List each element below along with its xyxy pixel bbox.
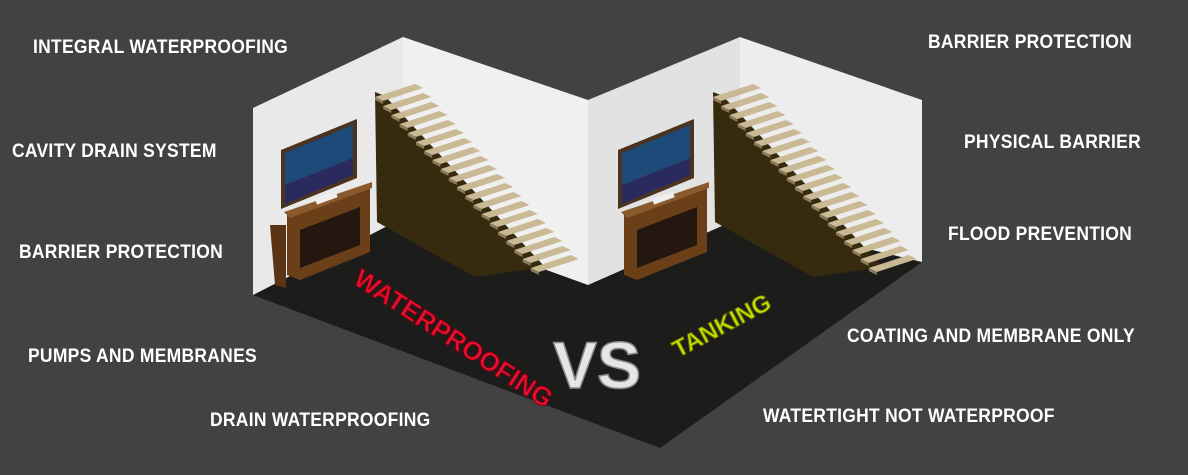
stair-step-edge xyxy=(457,187,465,194)
floor xyxy=(253,218,922,448)
stair-step-edge xyxy=(424,151,433,158)
stair-step xyxy=(440,156,489,173)
stair-step-edge xyxy=(721,106,730,113)
stair-step xyxy=(432,147,481,164)
stair-step-edge xyxy=(860,259,869,266)
stair-step xyxy=(424,138,473,155)
stair-step xyxy=(770,147,819,164)
stair-step xyxy=(852,237,901,254)
left-label-5: DRAIN WATERPROOFING xyxy=(210,410,431,431)
stair-step xyxy=(754,129,802,146)
stair-step-edge xyxy=(416,142,424,149)
stair-step-edge xyxy=(754,142,762,149)
stair-step xyxy=(506,228,555,245)
stair-step-edge xyxy=(448,178,457,185)
stair-step-edge xyxy=(530,268,539,275)
stair-step-edge xyxy=(745,133,754,140)
left-label-3: BARRIER PROTECTION xyxy=(19,242,224,263)
stair-step xyxy=(416,129,464,146)
left-label-4: PUMPS AND MEMBRANES xyxy=(28,346,257,367)
tv-left xyxy=(281,119,357,209)
stair-step-edge xyxy=(770,160,779,167)
stair-step-edge xyxy=(803,196,812,203)
right-label-1: BARRIER PROTECTION xyxy=(928,32,1133,53)
stair-step-edge xyxy=(391,115,400,122)
right-label-2: PHYSICAL BARRIER xyxy=(964,132,1141,153)
stair-step xyxy=(868,255,917,272)
stair-step xyxy=(465,183,514,200)
stair-step-edge xyxy=(383,106,392,113)
stair-step-edge xyxy=(827,223,836,230)
stair-step xyxy=(737,111,786,128)
stair-step xyxy=(399,111,448,128)
stair-step xyxy=(762,138,811,155)
stair-step xyxy=(457,174,505,191)
stair-step xyxy=(407,120,456,137)
stair-step xyxy=(844,228,893,245)
right-label-4: COATING AND MEMBRANE ONLY xyxy=(847,326,1135,347)
stair-step-edge xyxy=(522,259,531,266)
stair-step-edge xyxy=(489,223,498,230)
stair-step-edge xyxy=(844,241,853,248)
stair-step-edge xyxy=(440,169,449,176)
stair-step-edge xyxy=(762,151,771,158)
stair-step-edge xyxy=(407,133,416,140)
stair-step xyxy=(489,210,538,227)
stair-step-edge xyxy=(737,124,746,131)
stair-step-edge xyxy=(399,124,408,131)
fireplace-left xyxy=(270,182,372,288)
stair-step xyxy=(860,246,909,263)
right-label-5: WATERTIGHT NOT WATERPROOF xyxy=(763,406,1055,427)
stair-step-edge xyxy=(811,205,820,212)
stair-step xyxy=(448,165,497,182)
vs-text: VS xyxy=(553,328,641,402)
left-label-1: INTEGRAL WATERPROOFING xyxy=(33,37,289,58)
stair-step xyxy=(827,210,876,227)
stair-step-edge xyxy=(795,187,803,194)
stair-step xyxy=(481,201,530,218)
stair-step-edge xyxy=(836,232,844,239)
stair-step xyxy=(391,102,440,119)
stair-step xyxy=(836,219,884,236)
stair-step xyxy=(530,255,579,272)
fireplace-right xyxy=(621,182,709,280)
stair-step xyxy=(819,201,868,218)
stair-step xyxy=(729,102,778,119)
stair-step xyxy=(383,93,432,110)
stair-step xyxy=(473,192,522,209)
stair-step xyxy=(745,120,794,137)
stair-step xyxy=(811,192,860,209)
stair-step-edge xyxy=(481,214,490,221)
stair-step xyxy=(522,246,571,263)
stair-step xyxy=(498,219,546,236)
stair-step-edge xyxy=(375,97,383,104)
stair-step-edge xyxy=(473,205,482,212)
stair-step-edge xyxy=(729,115,738,122)
stair-step xyxy=(778,156,827,173)
stair-step xyxy=(786,165,835,182)
stair-step-edge xyxy=(819,214,828,221)
stair-step-edge xyxy=(432,160,441,167)
stair-step xyxy=(795,174,843,191)
stair-step-edge xyxy=(465,196,474,203)
left-label-2: CAVITY DRAIN SYSTEM xyxy=(12,141,217,162)
stair-step-edge xyxy=(498,232,506,239)
stair-step-edge xyxy=(868,268,877,275)
stair-step-edge xyxy=(713,97,721,104)
stair-step xyxy=(721,93,770,110)
stair-step-edge xyxy=(506,241,515,248)
stair-step-edge xyxy=(786,178,795,185)
stair-step-edge xyxy=(852,250,861,257)
stair-step-edge xyxy=(778,169,787,176)
right-label-3: FLOOD PREVENTION xyxy=(948,224,1133,245)
stair-step-edge xyxy=(514,250,523,257)
tv-right xyxy=(618,119,694,209)
stair-step xyxy=(514,237,563,254)
stair-step xyxy=(713,84,761,101)
stair-step xyxy=(803,183,852,200)
stair-step xyxy=(375,84,423,101)
